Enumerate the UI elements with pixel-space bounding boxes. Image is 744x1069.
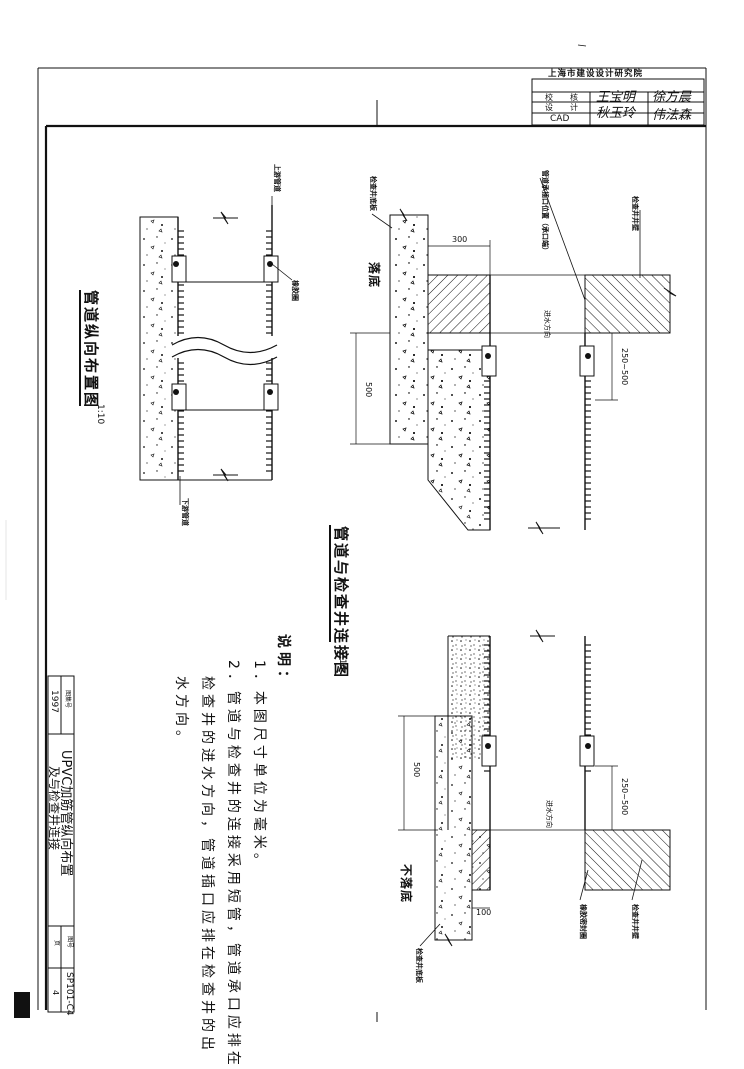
signature-2: 徐方晨 (652, 90, 692, 105)
signature-1: 王宝明 (596, 90, 636, 105)
header-table (531, 78, 705, 126)
drop-dim-250: 250~500 (620, 348, 629, 386)
header-cell-2: 核 (570, 93, 578, 102)
institute-name: 上海市建设设计研究院 (548, 69, 644, 79)
longitudinal-title: 管道纵向布置图 (82, 290, 100, 410)
no-drop-name: 不落底 (399, 864, 413, 904)
longitudinal-view (139, 196, 293, 505)
drop-label-wall: 检查井井壁 (631, 196, 639, 231)
header-cell-4: 计 (570, 103, 578, 112)
no-drop-label-ring: 橡胶密封圈 (579, 904, 587, 939)
drop-dim-300: 300 (452, 235, 468, 244)
edge-mark (14, 992, 30, 1018)
no-drop-label-wall: 检查井井壁 (631, 904, 639, 939)
no-drop-label-base: 检查井底板 (415, 948, 423, 983)
note-4: 水方向。 (173, 676, 189, 748)
title-block-label-a: 图集号 (64, 690, 71, 709)
label-upstream-pipe: 上游管道 (273, 164, 281, 192)
header-cell-1: 校 (545, 93, 553, 102)
title-block-label-c: 页 (53, 940, 60, 947)
title-block-year: 1997 (49, 690, 59, 713)
title-block-sheet-no: SP101-C4 (64, 972, 74, 1016)
connection-scale: 1:10 (337, 650, 347, 671)
note-1: 1．本图尺寸单位为毫米。 (251, 660, 267, 871)
drawing-sheet (5, 44, 707, 1022)
no-drop-connection-view (398, 629, 671, 947)
sheet-frame (5, 44, 707, 1022)
note-3: 检查井的进水方向，管道插口应排在检查井的出 (199, 676, 215, 1054)
drop-dim-500: 500 (364, 382, 373, 398)
header-cell-3: 设 (545, 103, 553, 112)
title-block-page: 4 (51, 990, 60, 996)
drop-name: 落底 (367, 262, 381, 289)
cad-label: CAD (550, 114, 570, 124)
title-block-title-2: 及与检查井连接 (47, 766, 61, 851)
notes-heading: 说明： (275, 634, 291, 688)
label-downstream-pipe: 下游管道 (181, 498, 189, 526)
drop-label-base: 检查井底板 (369, 176, 377, 211)
no-drop-dim-100: 100 (476, 908, 492, 917)
drop-connection-view (350, 177, 677, 535)
no-drop-dim-500: 500 (412, 762, 421, 778)
drop-label-pipe: 管道承插口位置（承口端） (541, 170, 549, 254)
title-block (47, 675, 75, 1013)
signature-4: 伟法森 (652, 108, 692, 123)
note-2: 2．管道与检查井的连接采用短管，管道承口应排在 (225, 660, 241, 1069)
label-rubber-ring: 橡胶圈 (291, 280, 299, 301)
longitudinal-scale: 1:10 (95, 404, 105, 425)
title-block-label-b: 图号 (66, 936, 73, 949)
signature-3: 秋玉玲 (596, 106, 636, 121)
drop-label-flow: 进水方向 (543, 310, 551, 338)
no-drop-label-flow: 进水方向 (545, 800, 553, 828)
no-drop-dim-250: 250~500 (620, 778, 629, 816)
